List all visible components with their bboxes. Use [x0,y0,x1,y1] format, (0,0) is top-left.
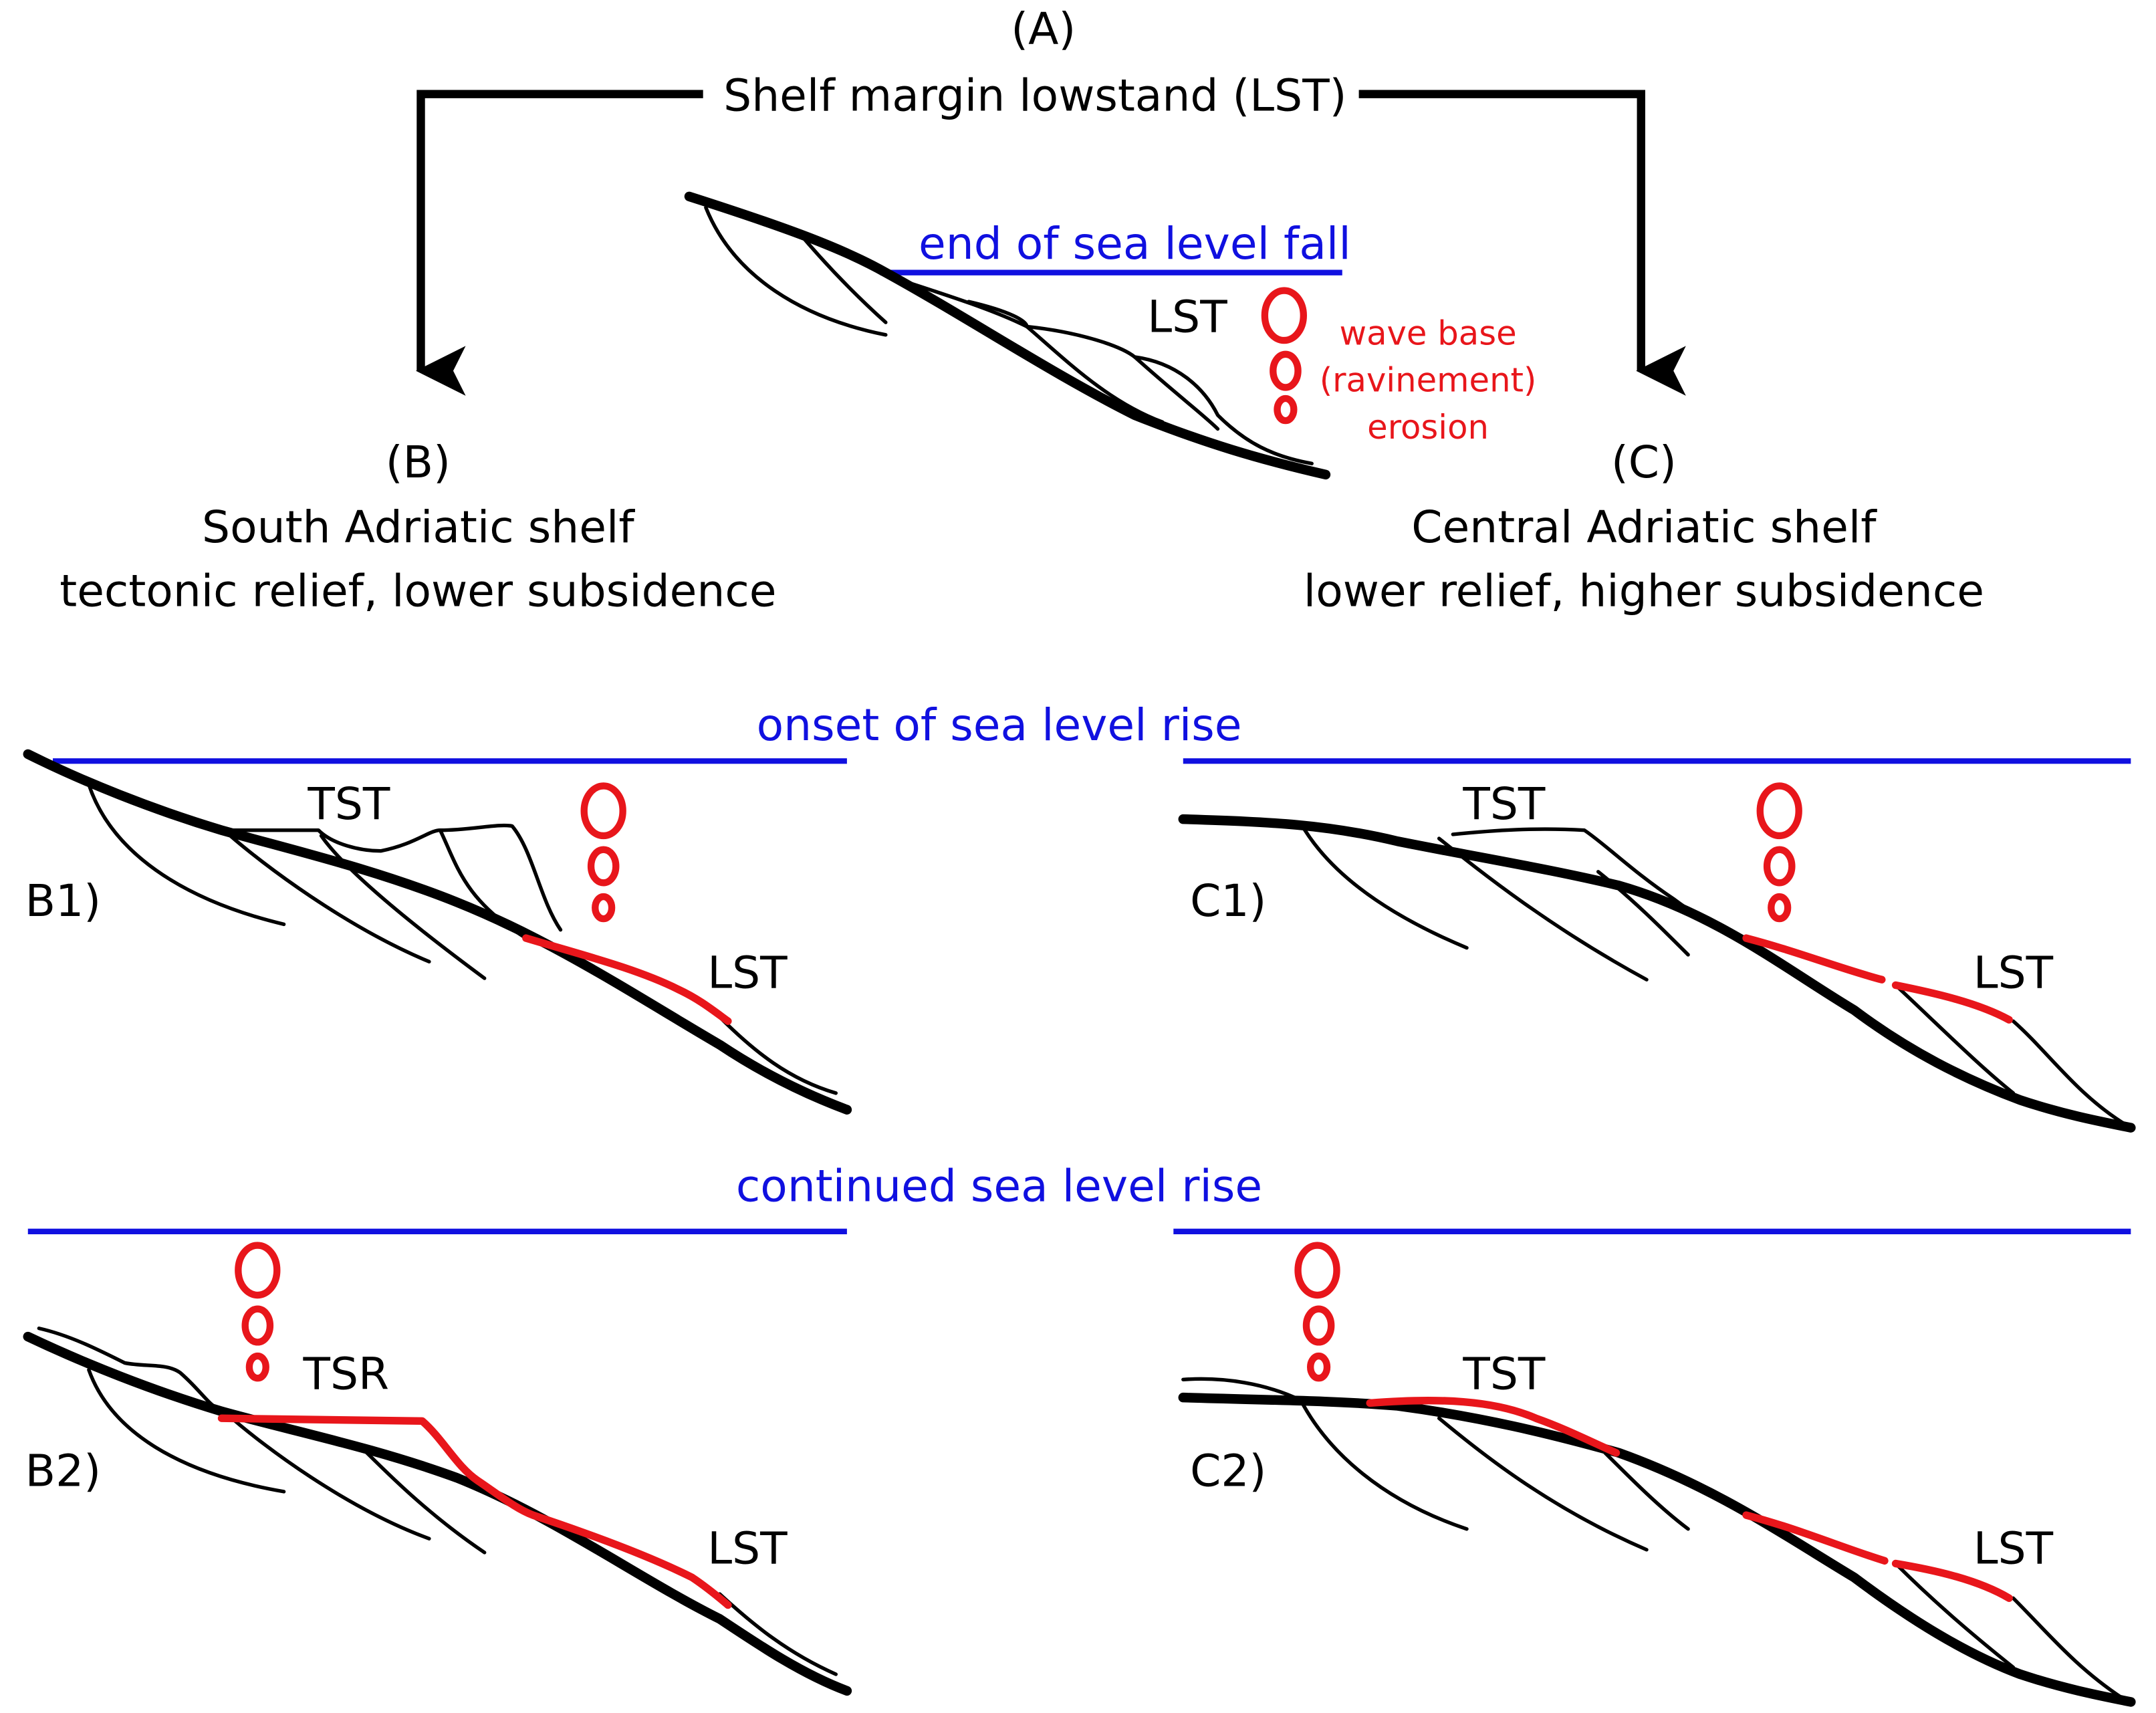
panel-c-heading: (C) Central Adriatic shelf lower relief,… [1304,437,1984,616]
panel-a: (A) Shelf margin lowstand (LST) end of s… [416,3,1686,480]
wave-orbit-icon-b1-small [592,893,616,923]
panel-c2-label: C2) [1190,1446,1266,1497]
clinoform-c2-5 [1893,1561,2016,1670]
clinoform-c2-3 [1437,1416,1649,1552]
unit-label-tst-c2: TST [1462,1349,1545,1400]
ravinement-surface-c2-lower [1891,1559,2013,1602]
unit-label-lst-c2: LST [1973,1522,2054,1574]
panel-b2-label: B2) [25,1446,101,1497]
erosion-label: erosion [1367,408,1489,447]
unit-label-tst-c1: TST [1462,778,1545,830]
unit-label-lst-b1: LST [707,947,788,999]
clinoform-b2-5 [717,1592,838,1676]
flow-arrow-to-b [416,90,703,396]
unit-label-lst-c1: LST [1973,947,2054,999]
clinoform-a-5 [1132,355,1314,465]
clinoform-b2-3 [225,1412,431,1540]
clinoform-a-6 [967,300,1029,329]
clinoform-c2-1 [1181,1377,1303,1402]
wave-orbit-icon-c2-medium [1302,1305,1335,1346]
sea-level-label-stage2: continued sea level rise [736,1160,1262,1212]
ravinement-surface-c2-shelf [1366,1396,1621,1457]
clinoform-b1-5 [438,828,528,940]
clinoform-c1-4 [1596,870,1690,957]
ravinement-surface-c2-upper [1742,1511,1889,1565]
panel-c-letter: (C) [1611,437,1677,488]
clinoform-b1-4 [219,823,563,932]
unit-label-tsr-b2: TSR [303,1349,390,1400]
wave-orbit-icon-small [1274,394,1298,425]
wave-base-label: wave base [1340,314,1517,352]
panel-b-heading: (B) South Adriatic shelf tectonic relief… [59,437,776,616]
wave-orbit-icon-c2-small [1306,1352,1331,1382]
ravinement-label: (ravinement) [1320,361,1537,400]
panel-c1-label: C1) [1190,875,1266,927]
clinoform-c1-5 [1893,983,2016,1095]
clinoform-c2-6 [2011,1596,2126,1701]
clinoform-b1-2 [225,831,431,963]
wave-orbit-icon-large [1261,287,1307,344]
wave-orbit-icon-b2-large [235,1242,281,1299]
clinoform-c1-3 [1451,827,1748,940]
panel-a-title: Shelf margin lowstand (LST) [723,70,1346,122]
clinoform-c1-2 [1437,836,1649,982]
clinoform-b1-6 [717,1015,838,1095]
panel-b-letter: (B) [386,437,451,488]
ravinement-surface-c1-upper [1742,934,1886,984]
clinoform-b1-1 [87,782,286,927]
wave-orbit-icon-b2-small [245,1352,269,1382]
shelf-profile-a [684,191,1331,480]
flow-arrow-to-c [1358,90,1686,396]
wave-orbit-icon-b1-medium [587,846,620,887]
wave-orbit-icon-c1-medium [1763,846,1796,887]
panel-b1: B1) TST LST [23,749,852,1115]
clinoform-b2-2 [87,1368,286,1494]
panel-a-letter: (A) [1011,3,1076,55]
shelf-profile-b1 [23,749,852,1115]
clinoform-c1-6 [2011,1019,2126,1126]
panel-c2: C2) TST LST [1178,1242,2136,1707]
clinoform-b2-4 [358,1444,487,1555]
ravinement-surface-b1 [522,934,732,1025]
panel-b-subtitle: tectonic relief, lower subsidence [59,565,776,616]
clinoform-a-1 [704,205,888,337]
panel-c-subtitle: lower relief, higher subsidence [1304,565,1984,616]
clinoform-c2-2 [1298,1398,1469,1531]
panel-b1-label: B1) [25,875,101,927]
shelf-profile-b2 [23,1331,852,1696]
ravinement-surface-b2 [217,1414,732,1609]
unit-label-lst-b2: LST [707,1522,788,1574]
unit-label-lst-a: LST [1147,292,1227,343]
sea-level-label-stage1: onset of sea level rise [757,699,1242,751]
clinoform-c2-4 [1603,1451,1690,1531]
panel-c1: C1) TST LST [1178,778,2136,1133]
clinoform-b2-1 [37,1326,224,1413]
clinoform-b1-3 [319,834,487,980]
wave-orbit-icon-medium [1270,350,1302,391]
panel-c-title: Central Adriatic shelf [1411,501,1877,553]
wave-orbit-icon-b1-large [580,782,626,840]
clinoform-c1-1 [1298,821,1469,950]
wave-orbit-icon-c1-small [1768,893,1792,923]
wave-orbit-icon-c2-large [1294,1242,1340,1299]
ravinement-surface-c1-lower [1891,981,2013,1024]
sea-level-label-a: end of sea level fall [919,218,1351,269]
wave-orbit-icon-b2-medium [241,1305,274,1346]
unit-label-tst-b1: TST [307,778,390,830]
panel-b2: B2) TSR LST [23,1242,852,1696]
wave-orbit-icon-c1-large [1756,782,1802,840]
clinoform-a-2 [798,232,888,324]
panel-b-title: South Adriatic shelf [202,501,635,553]
